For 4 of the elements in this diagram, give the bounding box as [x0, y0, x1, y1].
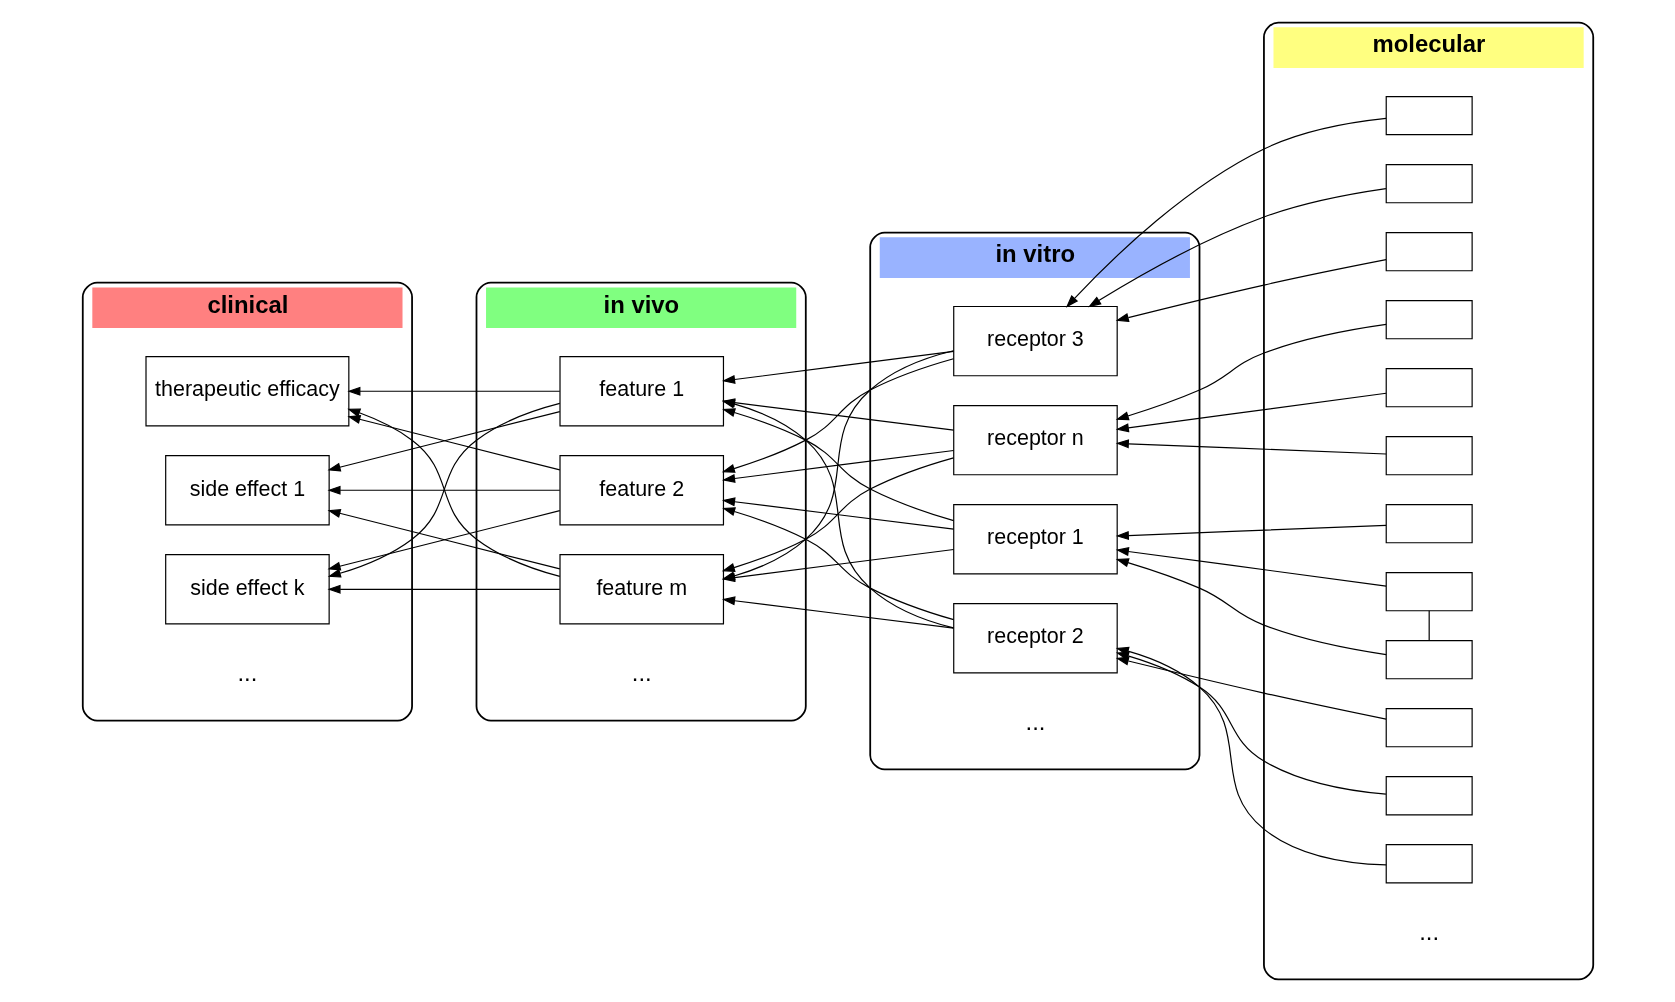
label: ... — [1025, 708, 1045, 736]
label: ... — [236, 659, 257, 687]
label: ... — [1418, 918, 1439, 946]
label: ... — [631, 659, 652, 687]
